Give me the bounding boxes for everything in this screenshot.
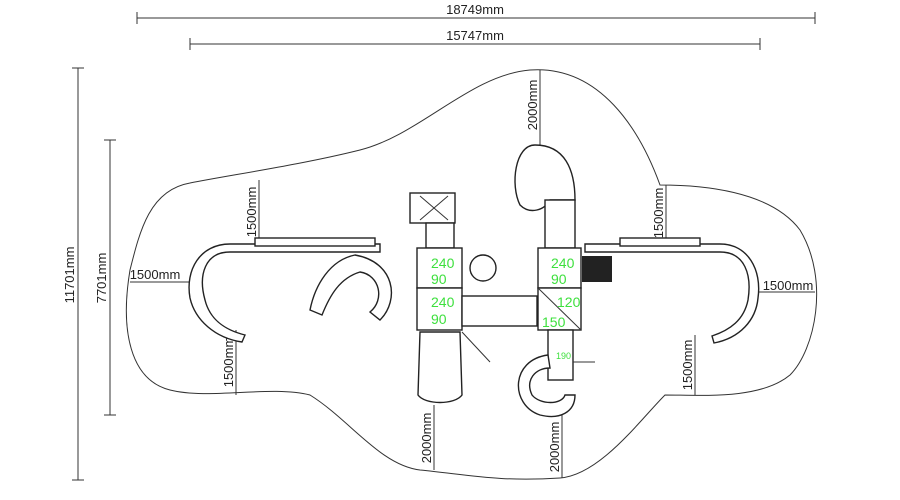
platform-4-b: 150 (542, 314, 566, 330)
dimension-lines (72, 12, 816, 481)
clearance-lines (130, 70, 815, 478)
platform-3-size: 90 (551, 271, 567, 287)
curved-slide (517, 354, 576, 418)
platform-1-height: 240 (431, 255, 455, 271)
climber (547, 329, 574, 381)
platform-4-a: 120 (557, 294, 581, 310)
left-spiral-slide (309, 254, 393, 321)
platform-2 (416, 287, 463, 331)
play-structure (188, 144, 760, 418)
climbing-wall (582, 256, 612, 282)
clearance-bottom-right-label: 2000mm (547, 422, 562, 473)
platform-3 (537, 247, 582, 289)
platform-1-size: 90 (431, 271, 447, 287)
platform-2-height: 240 (431, 294, 455, 310)
inner-width-label: 15747mm (446, 28, 504, 43)
clearance-top-center-label: 2000mm (525, 80, 540, 131)
platform-1 (416, 247, 463, 289)
tunnel (469, 254, 497, 282)
roof-panel (409, 192, 456, 224)
inner-height-label: 7701mm (94, 253, 109, 304)
clearance-left-top-label: 1500mm (244, 187, 259, 238)
overall-height-label: 11701mm (62, 247, 77, 304)
left-panels (254, 237, 376, 247)
ladder (425, 222, 455, 249)
top-spiral-slide (514, 144, 576, 212)
bridge (461, 295, 538, 327)
wave-slide (417, 331, 463, 404)
clearance-bottom-left-label: 2000mm (419, 413, 434, 464)
right-rail (584, 243, 760, 344)
right-panels (619, 237, 701, 247)
clearance-right-top-label: 1500mm (651, 188, 666, 239)
left-rail (188, 243, 381, 343)
platform-2-size: 90 (431, 311, 447, 327)
clearance-left-label: 1500mm (130, 267, 181, 282)
safety-zone-outline (125, 69, 818, 480)
slide-chute (544, 199, 576, 249)
clearance-right-bottom-label: 1500mm (680, 340, 695, 391)
overall-width-label: 18749mm (446, 2, 504, 17)
clearance-left-bottom-label: 1500mm (221, 337, 236, 388)
platform-3-height: 240 (551, 255, 575, 271)
slide-label: 190 (556, 351, 571, 361)
clearance-right-label: 1500mm (763, 278, 814, 293)
